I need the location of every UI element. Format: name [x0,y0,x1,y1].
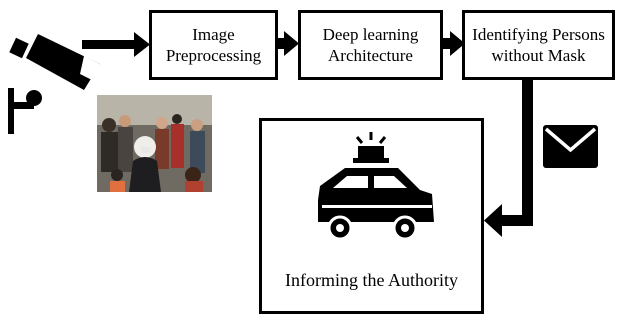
step-label-line2: Preprocessing [165,46,262,65]
step-label-line1: Image [192,24,235,44]
step-label-line2: without Mask [491,46,586,65]
step-deep-learning-architecture: Deep learning Architecture [298,10,443,80]
authority-label: Informing the Authority [285,270,458,290]
step-image-preprocessing: Image Preprocessing [149,10,278,80]
step-label-line1: Deep learning [322,24,419,44]
step-label-line2: Architecture [328,46,413,65]
arrow-camera-to-preprocessing [82,32,150,57]
police-car-icon [318,132,434,241]
cctv-camera-icon [8,34,100,134]
authority-box: Informing the Authority [259,118,484,314]
envelope-icon [543,125,598,168]
crowd-photo [97,95,212,192]
step-identifying-persons: Identifying Persons without Mask [462,10,615,80]
arrow-preprocessing-to-deep-learning [276,31,299,56]
arrow-deep-learning-to-identifying [442,31,465,56]
step-label-line1: Identifying Persons [472,24,605,44]
arrow-identifying-to-authority [484,80,533,237]
